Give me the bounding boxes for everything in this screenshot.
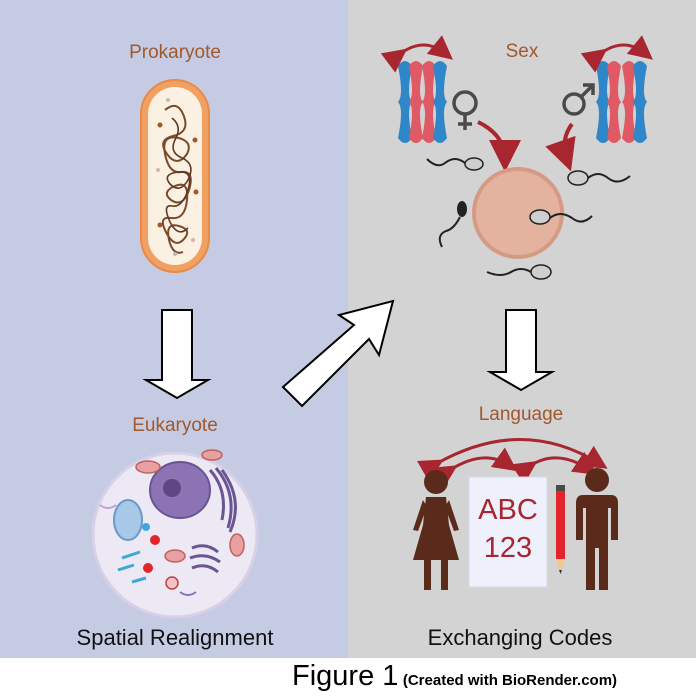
sex-label: Sex — [505, 41, 539, 62]
sperm-cells-icon — [426, 157, 631, 280]
arrow-female-to-egg — [477, 120, 521, 172]
woman-figure-icon — [413, 470, 459, 590]
paper-text-123: 123 — [483, 532, 533, 564]
language-label: Language — [478, 404, 564, 425]
eukaryote-cell-icon — [91, 449, 259, 619]
prokaryote-label: Prokaryote — [129, 42, 221, 63]
arrow-male-to-egg — [545, 122, 576, 172]
pencil-icon — [556, 485, 565, 574]
egg-cell-icon — [472, 167, 564, 259]
figure-caption: Figure 1 (Created with BioRender.com) — [292, 660, 692, 693]
down-arrow-left — [142, 309, 212, 400]
eukaryote-label: Eukaryote — [132, 415, 218, 436]
paper-text-abc: ABC — [478, 494, 538, 526]
figure-credit: (Created with BioRender.com) — [402, 672, 618, 689]
spatial-realignment-label: Spatial Realignment — [76, 625, 274, 650]
chromosomes-female-icon — [380, 35, 453, 143]
language-exchange-arrows — [417, 438, 608, 489]
diagonal-arrow — [281, 299, 395, 408]
exchanging-codes-label: Exchanging Codes — [427, 625, 613, 650]
figure-number: Figure 1 — [292, 660, 399, 692]
man-figure-icon — [576, 468, 618, 590]
female-symbol-icon — [452, 90, 478, 130]
male-symbol-icon — [562, 83, 595, 116]
down-arrow-right — [486, 309, 556, 392]
prokaryote-cell-icon — [140, 79, 210, 273]
chromosomes-male-icon — [580, 35, 653, 143]
paper-sheet — [468, 476, 548, 588]
